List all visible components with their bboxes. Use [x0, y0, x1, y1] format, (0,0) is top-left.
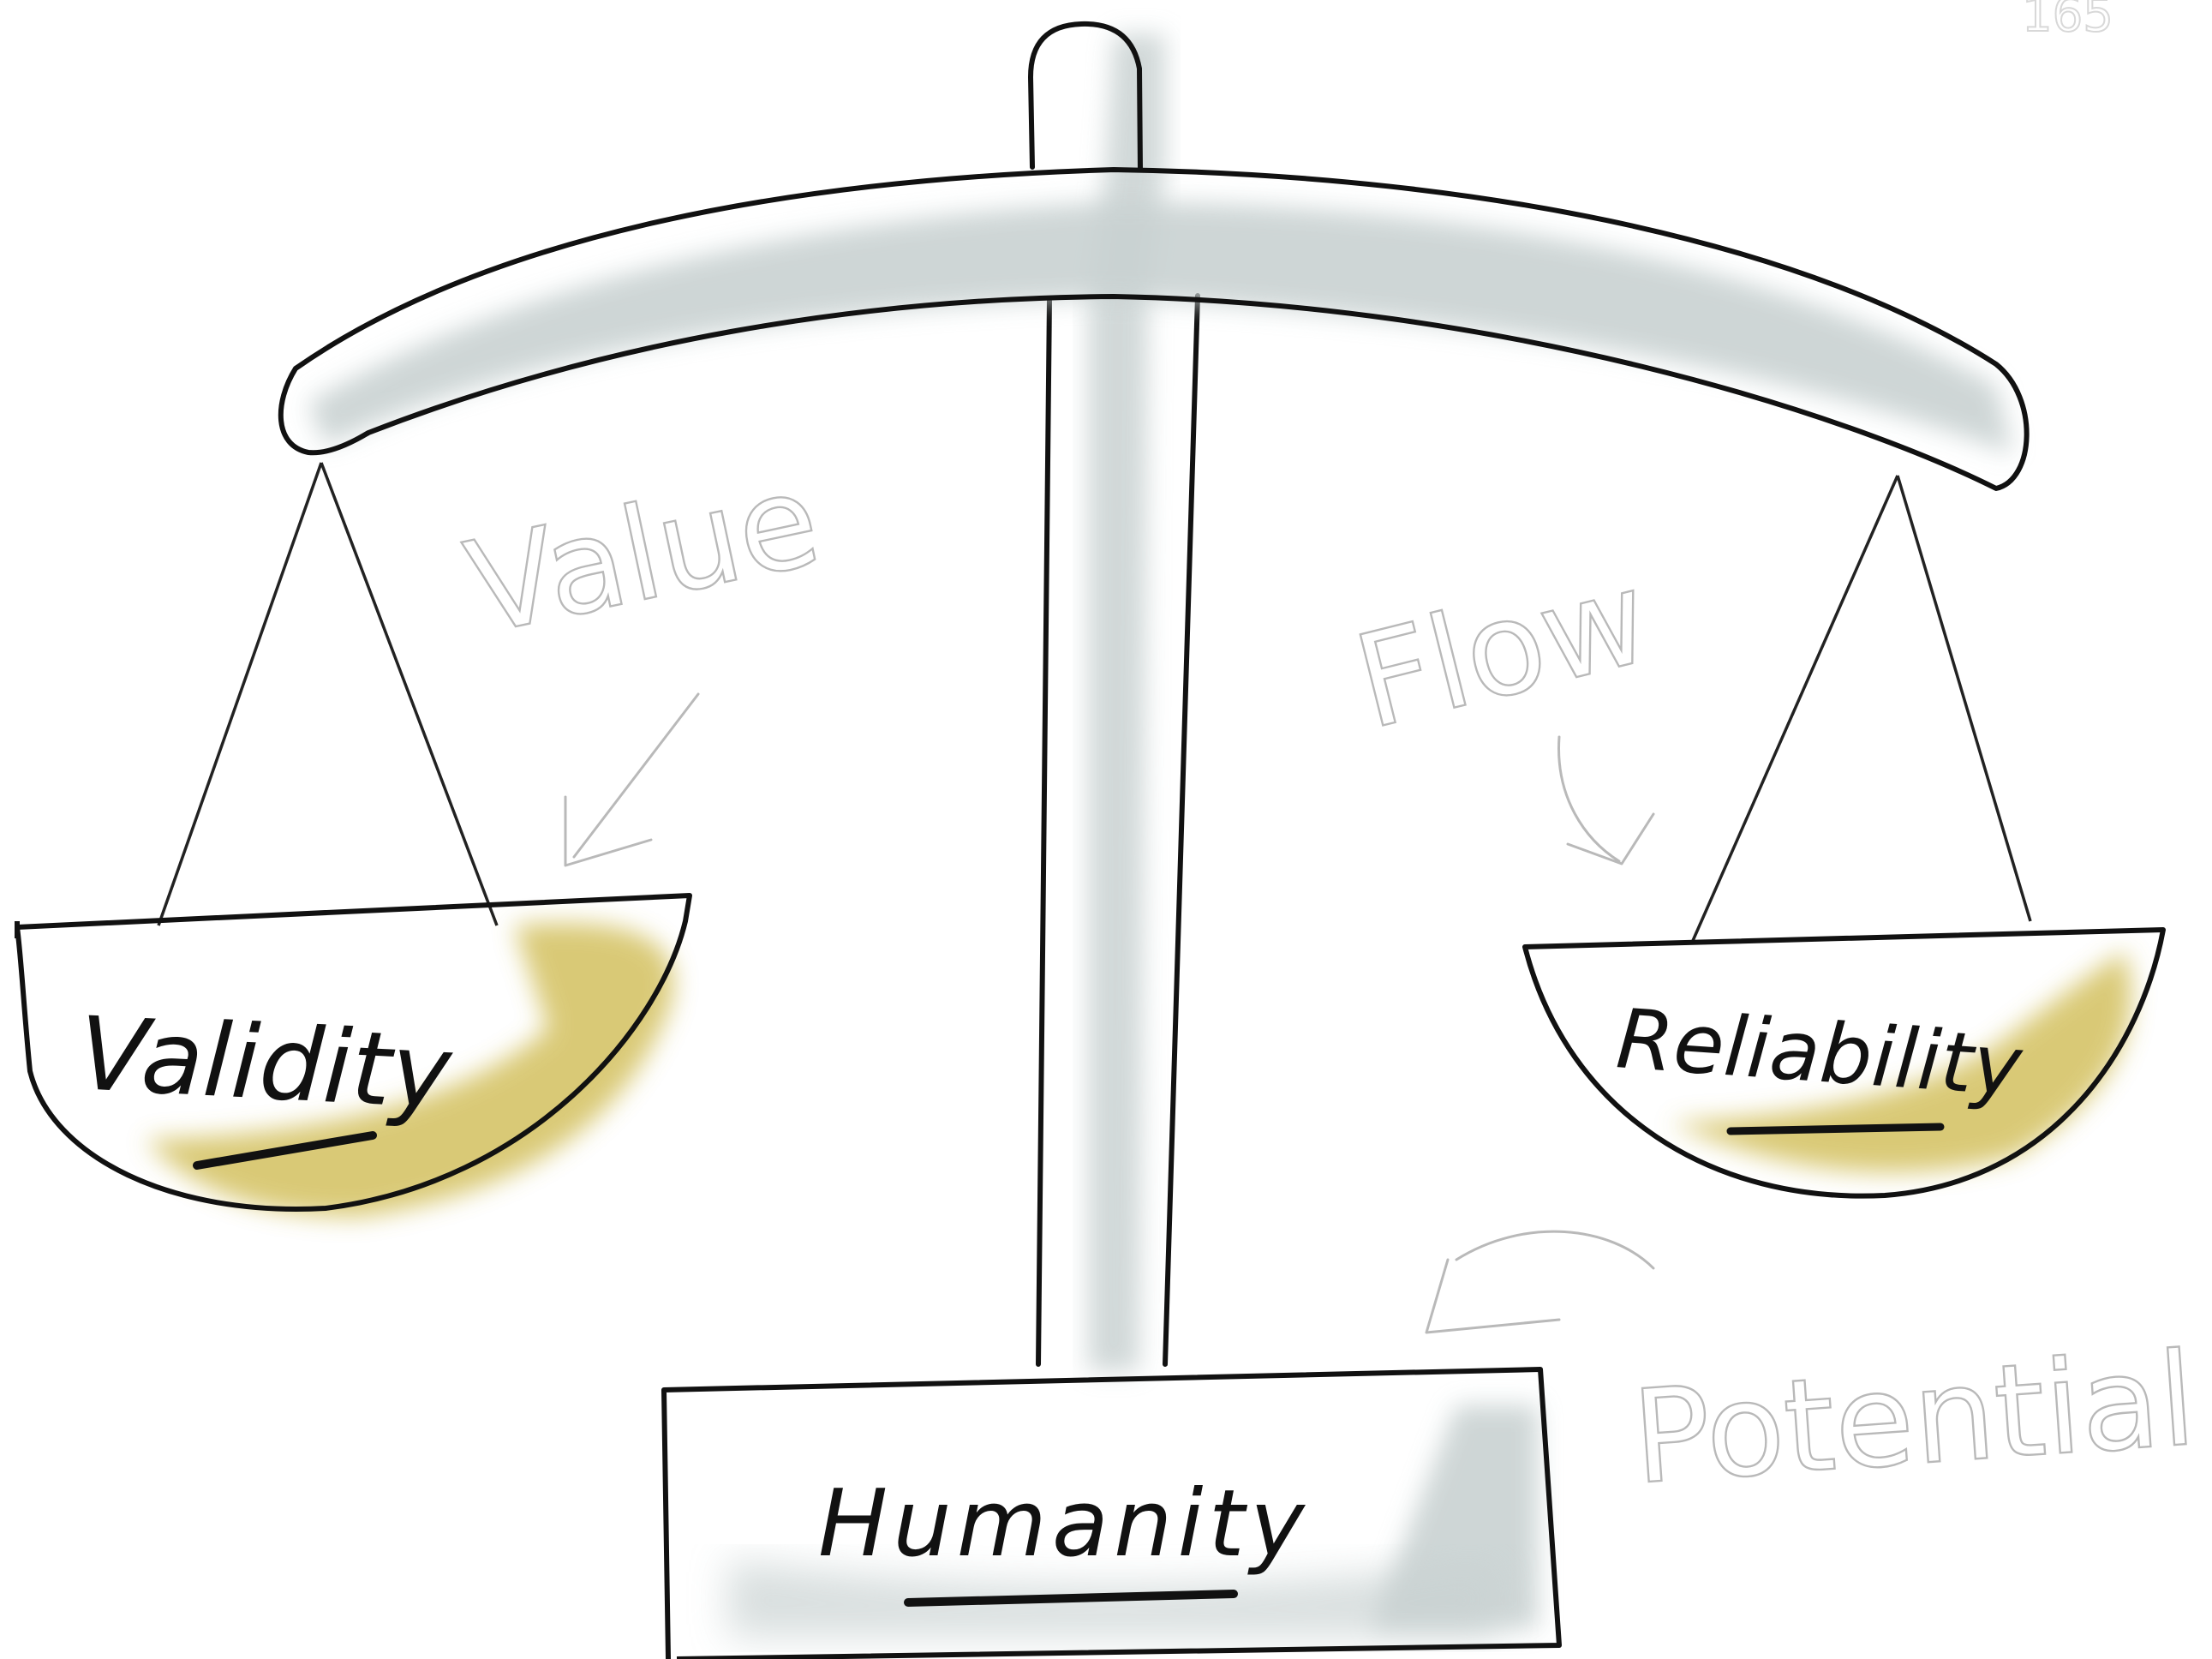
value-arrow-icon [564, 692, 700, 867]
corner-scribble: 165 [2022, 0, 2113, 43]
annotation-value: Value [454, 444, 833, 867]
post-top-knob [1027, 21, 1143, 172]
right-pan-string-outer [1690, 475, 1899, 943]
scale-beam [278, 167, 2030, 491]
left-pan: Validity [15, 462, 692, 1217]
left-pan-label: Validity [76, 994, 457, 1132]
left-pan-bowl [15, 893, 692, 1212]
post-shaft-right [1163, 293, 1200, 1367]
value-label: Value [455, 445, 831, 664]
base-label: Humanity [818, 1470, 1310, 1578]
potential-arrow-icon [1425, 1230, 1655, 1334]
left-pan-string-inner [320, 462, 499, 926]
right-pan-bowl [1522, 927, 2166, 1199]
scale-base: Humanity [661, 1367, 1562, 1659]
right-pan-string-inner [1896, 475, 2032, 922]
beam-outline [278, 167, 2030, 491]
left-pan-string-outer [157, 462, 323, 926]
left-pan-underline [193, 1131, 377, 1170]
base-underline [904, 1590, 1238, 1607]
flow-label: Flow [1342, 542, 1663, 758]
base-outline [661, 1367, 1562, 1659]
annotation-flow: Flow [1341, 542, 1664, 865]
right-pan-label: Reliability [1613, 991, 2025, 1115]
potential-label: Potential [1628, 1325, 2200, 1512]
post-shaft-left [1036, 296, 1052, 1367]
flow-arrow-icon [1557, 735, 1655, 865]
scale-post [1027, 21, 1200, 1371]
right-pan-underline [1726, 1123, 1945, 1135]
